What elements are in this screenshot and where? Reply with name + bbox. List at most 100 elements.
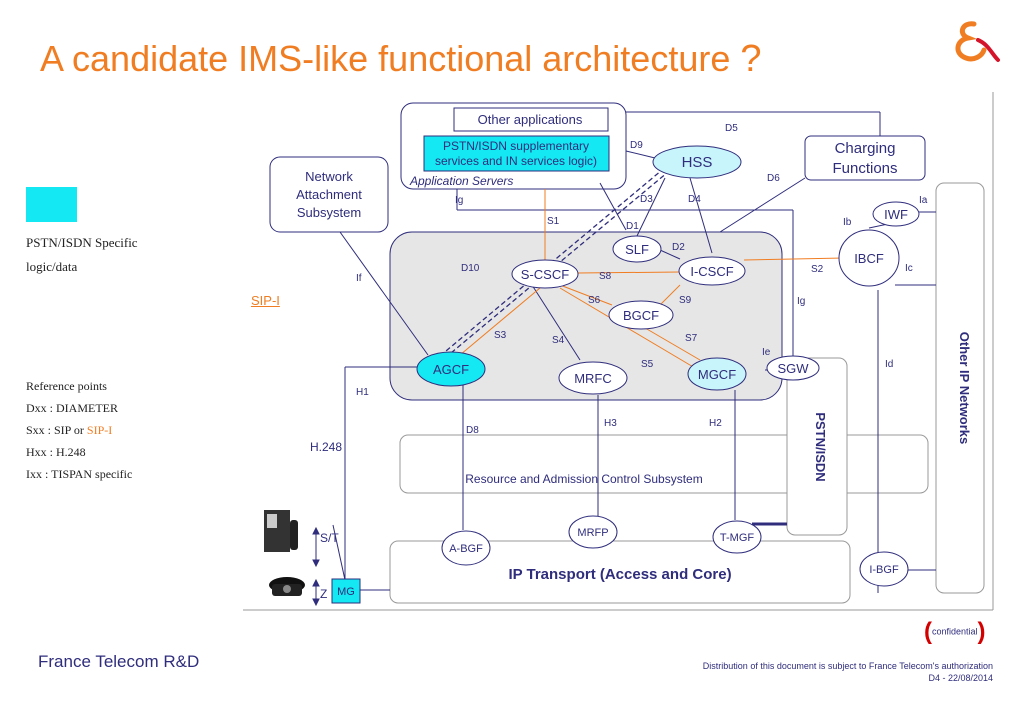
ref-s2: S2	[811, 264, 824, 275]
pstn-services-label-1: PSTN/ISDN supplementary	[443, 139, 589, 153]
pstn-isdn-box	[786, 357, 848, 536]
pstn-services-box	[423, 135, 610, 172]
ibgf-node	[859, 551, 909, 587]
distribution-note: Distribution of this document is subject…	[703, 660, 993, 684]
page-title: A candidate IMS-like functional architec…	[40, 38, 762, 80]
ibcf-label: IBCF	[854, 251, 884, 266]
charging-box	[804, 135, 926, 181]
ref-heading: Reference points	[26, 379, 107, 393]
scscf-node	[511, 259, 579, 289]
tmgf-label: T-MGF	[720, 532, 754, 544]
reference-points: Reference points Dxx : DIAMETER Sxx : SI…	[26, 375, 132, 485]
ref-d10: D10	[461, 263, 480, 274]
bgcf-label: BGCF	[623, 308, 659, 323]
ref-if: If	[356, 273, 362, 284]
legend-swatch	[26, 187, 77, 222]
ref-ig-1: Ig	[455, 195, 463, 206]
tmgf-node	[712, 520, 762, 554]
other-ip-label: Other IP Networks	[957, 332, 972, 444]
ip-transport-box	[389, 540, 851, 604]
isdn-terminal-icon	[264, 510, 298, 552]
ref-hxx: Hxx : H.248	[26, 445, 86, 459]
ref-s9: S9	[679, 295, 692, 306]
sip-i-label: SIP-I	[251, 293, 280, 308]
ref-ib: Ib	[843, 217, 852, 228]
mg-node	[331, 578, 361, 604]
bgcf-node	[608, 300, 674, 330]
ref-d2: D2	[672, 242, 685, 253]
icscf-node	[678, 256, 746, 286]
mrfp-label: MRFP	[577, 527, 608, 539]
confidential-mark: (confidential)	[924, 618, 986, 645]
z-label: Z	[320, 587, 327, 601]
st-label: S/T	[320, 531, 339, 545]
legend-label-2: logic/data	[26, 259, 78, 274]
sgw-node	[766, 355, 820, 381]
abgf-label: A-BGF	[449, 543, 483, 555]
app-servers-label: Application Servers	[409, 174, 513, 188]
ref-ig-2: Ig	[797, 296, 805, 307]
ref-sxx: Sxx : SIP or SIP-I	[26, 423, 113, 437]
nass-label-2: Attachment	[296, 187, 362, 202]
charging-label-2: Functions	[832, 160, 897, 177]
agcf-node	[416, 351, 486, 387]
ref-s5: S5	[641, 359, 654, 370]
ref-h2: H2	[709, 418, 722, 429]
other-ip-box	[935, 182, 985, 594]
france-telecom-logo	[955, 21, 1000, 62]
scscf-label: S-CSCF	[521, 267, 569, 282]
ref-ie: Ie	[762, 347, 771, 358]
ref-s1: S1	[547, 216, 560, 227]
ibgf-label: I-BGF	[869, 564, 899, 576]
hss-node	[652, 145, 742, 179]
nass-label-3: Subsystem	[297, 205, 361, 220]
charging-label-1: Charging	[835, 140, 896, 157]
ref-ic: Ic	[905, 263, 913, 274]
phone-icon	[269, 577, 305, 596]
ref-d4: D4	[688, 194, 701, 205]
distribution-text: Distribution of this document is subject…	[702, 661, 993, 671]
nass-label-1: Network	[305, 169, 353, 184]
mgcf-node	[687, 357, 747, 391]
ref-h3: H3	[604, 418, 617, 429]
ref-d1: D1	[626, 221, 639, 232]
ref-s7: S7	[685, 333, 698, 344]
document-reference: D4 - 22/08/2014	[928, 673, 993, 683]
mrfc-label: MRFC	[574, 371, 612, 386]
other-apps-box	[453, 107, 609, 132]
ref-ixx: Ixx : TISPAN specific	[26, 467, 133, 481]
ref-d6: D6	[767, 173, 780, 184]
ref-h1: H1	[356, 387, 369, 398]
abgf-node	[441, 530, 491, 566]
ref-d8: D8	[466, 425, 479, 436]
ip-transport-label: IP Transport (Access and Core)	[508, 566, 731, 583]
sgw-label: SGW	[777, 361, 809, 376]
company-name: France Telecom R&D	[38, 652, 200, 671]
mrfp-node	[568, 515, 618, 549]
ref-s6: S6	[588, 295, 601, 306]
slf-label: SLF	[625, 242, 649, 257]
mrfc-node	[558, 361, 628, 395]
mg-label: MG	[337, 586, 355, 598]
agcf-label: AGCF	[433, 362, 469, 377]
slf-node	[612, 235, 662, 263]
other-apps-label: Other applications	[478, 112, 583, 127]
mgcf-label: MGCF	[698, 367, 736, 382]
ref-s4: S4	[552, 335, 565, 346]
pstn-isdn-label: PSTN/ISDN	[813, 412, 828, 481]
ref-d3: D3	[640, 194, 653, 205]
iwf-label: IWF	[884, 207, 908, 222]
ref-dxx: Dxx : DIAMETER	[26, 401, 118, 415]
racs-label: Resource and Admission Control Subsystem	[465, 472, 702, 486]
icscf-label: I-CSCF	[690, 264, 733, 279]
iwf-node	[872, 201, 920, 227]
ref-d9: D9	[630, 140, 643, 151]
ref-ia: Ia	[919, 195, 928, 206]
ref-id: Id	[885, 359, 893, 370]
pstn-services-label-2: services and IN services logic)	[435, 154, 597, 168]
legend-label-1: PSTN/ISDN Specific	[26, 235, 138, 250]
h248-label: H.248	[310, 440, 342, 454]
ref-s8: S8	[599, 271, 612, 282]
ref-s3: S3	[494, 330, 507, 341]
